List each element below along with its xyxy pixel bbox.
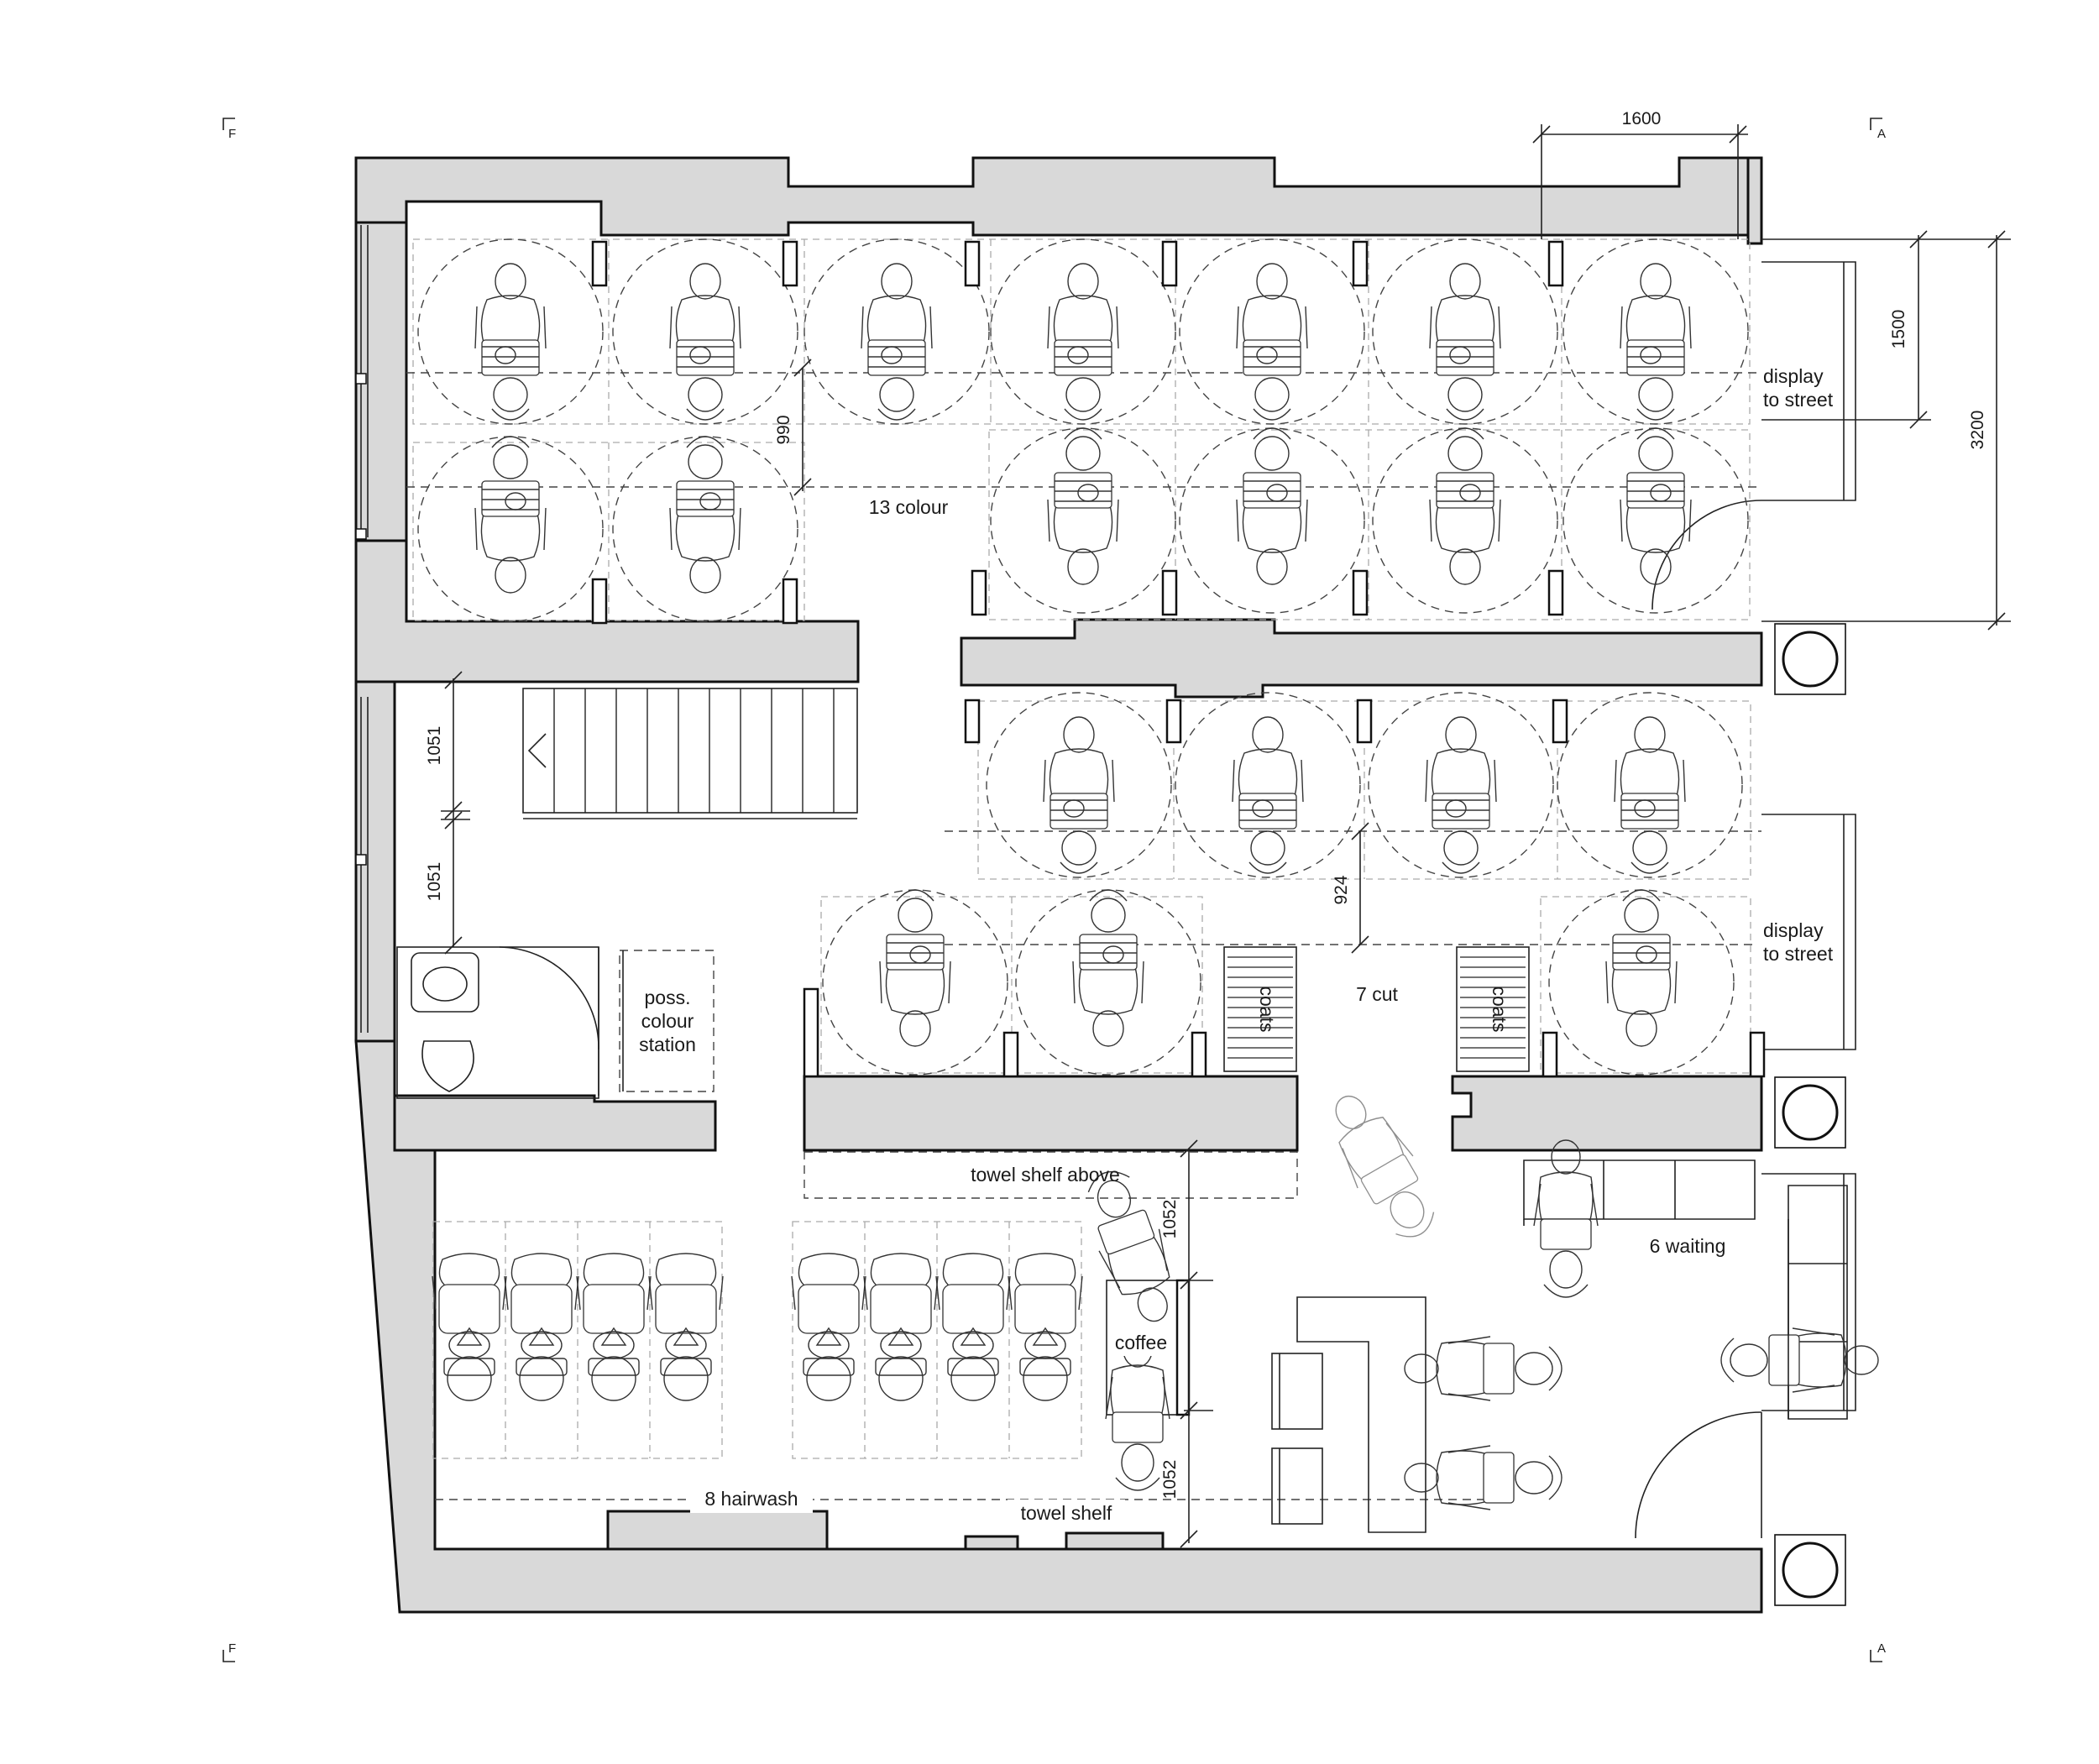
- column-2: [1773, 1076, 1847, 1149]
- section-marker-tl: F: [222, 118, 236, 141]
- svg-text:1051: 1051: [425, 862, 444, 902]
- svg-text:1500: 1500: [1889, 310, 1908, 349]
- stair: [522, 688, 858, 819]
- reception-desk: [1271, 1296, 1562, 1533]
- colour-seats-second: [474, 427, 1692, 594]
- aisle-figure: [1314, 1081, 1450, 1251]
- svg-text:1052: 1052: [1160, 1200, 1180, 1239]
- svg-text:coats: coats: [1256, 987, 1278, 1033]
- dim-aisle-colour: 990: [774, 359, 812, 496]
- coats-rack-right: coats: [1456, 946, 1530, 1072]
- section-marker-br: A: [1870, 1641, 1886, 1662]
- dim-overall-height: 3200: [1761, 230, 2011, 631]
- section-marker-bl: F: [222, 1641, 236, 1662]
- svg-text:924: 924: [1332, 875, 1351, 904]
- towel-shelf-label: towel shelf: [1021, 1502, 1112, 1524]
- svg-text:station: station: [639, 1034, 696, 1055]
- right-facade: [1635, 261, 1856, 1539]
- svg-text:1600: 1600: [1622, 109, 1662, 128]
- display-label-mid-1: display: [1763, 919, 1824, 941]
- colour-zone: [406, 238, 1761, 625]
- dim-top-width: 1600: [1532, 109, 1748, 239]
- hairwash-seats: [432, 1253, 1083, 1401]
- svg-text:1051: 1051: [425, 726, 444, 766]
- svg-text:F: F: [228, 127, 236, 141]
- dim-hairwash: 1052 1052: [1160, 1139, 1213, 1548]
- cut-seats: [879, 716, 1686, 1047]
- svg-text:3200: 3200: [1968, 411, 1987, 450]
- svg-text:colour: colour: [641, 1010, 694, 1032]
- wc: [396, 946, 599, 1099]
- zone-label-hairwash: 8 hairwash: [704, 1488, 798, 1510]
- display-label-mid-2: to street: [1763, 943, 1834, 965]
- dim-window-height: 1500: [1761, 230, 1931, 429]
- column-1: [1773, 622, 1847, 696]
- section-marker-tr: A: [1870, 118, 1886, 141]
- svg-text:1052: 1052: [1160, 1460, 1180, 1500]
- hairwash-zone: [432, 1221, 1511, 1500]
- svg-text:coats: coats: [1489, 987, 1510, 1033]
- waiting-area: [1523, 1139, 1879, 1420]
- svg-text:F: F: [228, 1641, 236, 1656]
- poss-colour-station: poss. colour station: [619, 950, 714, 1092]
- towel-shelf-above-label: towel shelf above: [971, 1164, 1120, 1186]
- dim-stair: 1051 1051: [425, 671, 470, 955]
- svg-text:990: 990: [774, 415, 793, 444]
- zone-label-cut: 7 cut: [1356, 983, 1398, 1005]
- zone-label-colour: 13 colour: [869, 496, 949, 518]
- exterior-walls: [354, 156, 1763, 1614]
- svg-text:poss.: poss.: [645, 987, 691, 1008]
- svg-text:A: A: [1877, 127, 1886, 141]
- coffee-station: [1074, 1161, 1191, 1491]
- display-label-top-2: to street: [1763, 389, 1834, 411]
- coats-rack-left: coats: [1223, 946, 1297, 1072]
- display-label-top-1: display: [1763, 365, 1824, 387]
- interior-walls: [393, 618, 1763, 1152]
- left-windows: [355, 225, 369, 1033]
- svg-text:A: A: [1877, 1641, 1886, 1656]
- dim-aisle-cut: 924: [1332, 822, 1369, 954]
- column-3: [1773, 1533, 1847, 1607]
- cut-zone: [803, 692, 1766, 1078]
- zone-label-coffee: coffee: [1115, 1332, 1167, 1353]
- colour-seats-top: [474, 263, 1692, 421]
- towel-shelf-above: [803, 1151, 1298, 1199]
- zone-label-waiting: 6 waiting: [1650, 1235, 1726, 1257]
